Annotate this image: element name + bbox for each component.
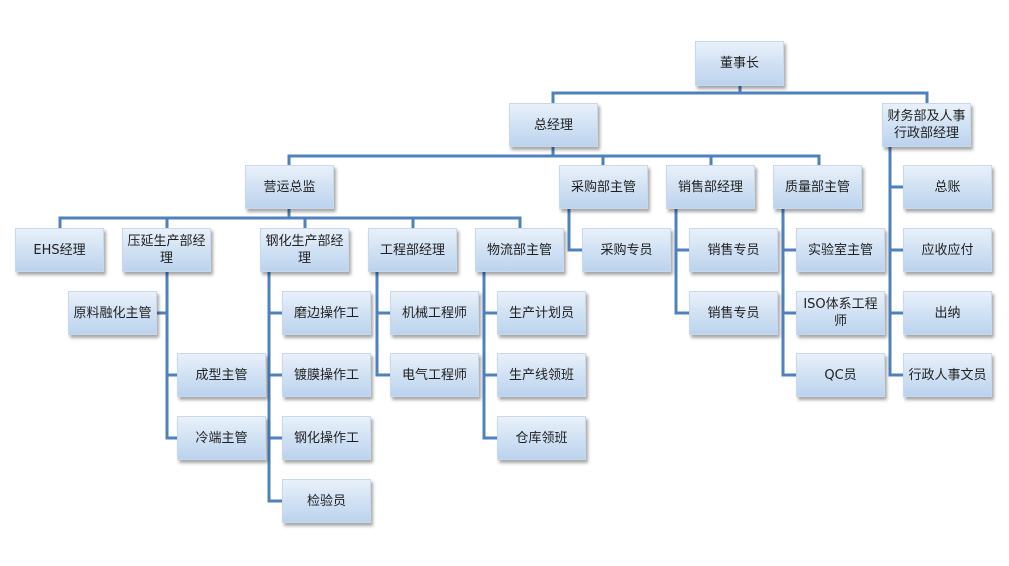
node-ehs-manager: EHS经理 <box>15 228 104 272</box>
node-electrical-engineer: 电气工程师 <box>390 353 479 397</box>
node-engineering-manager: 工程部经理 <box>368 228 457 272</box>
node-logistics-supervisor: 物流部主管 <box>475 228 564 272</box>
node-cashier: 出纳 <box>903 291 992 335</box>
node-warehouse-leader: 仓库领班 <box>497 416 586 460</box>
node-production-planner: 生产计划员 <box>497 291 586 335</box>
node-rolling-production-manager: 压延生产部经 理 <box>122 228 211 272</box>
node-general-manager: 总经理 <box>509 103 598 147</box>
node-raw-material-supervisor: 原料融化主管 <box>68 291 157 335</box>
node-operations-director: 营运总监 <box>245 165 334 209</box>
node-edging-operator: 磨边操作工 <box>282 291 371 335</box>
node-admin-hr-clerk: 行政人事文员 <box>903 353 992 397</box>
node-finance-hr-manager: 财务部及人事 行政部经理 <box>882 103 971 147</box>
node-qc-staff: QC员 <box>796 353 885 397</box>
node-general-ledger: 总账 <box>903 165 992 209</box>
node-iso-engineer: ISO体系工程师 <box>796 291 885 335</box>
node-chairman: 董事长 <box>695 41 784 86</box>
node-lab-supervisor: 实验室主管 <box>796 228 885 272</box>
node-mechanical-engineer: 机械工程师 <box>390 291 479 335</box>
node-tempering-production-manager: 钢化生产部经 理 <box>260 228 349 272</box>
node-quality-supervisor: 质量部主管 <box>773 165 862 209</box>
node-forming-supervisor: 成型主管 <box>177 353 266 397</box>
node-purchasing-specialist: 采购专员 <box>582 228 671 272</box>
node-receivable-payable: 应收应付 <box>903 228 992 272</box>
node-inspector: 检验员 <box>282 479 371 523</box>
node-purchasing-supervisor: 采购部主管 <box>559 165 648 209</box>
node-coating-operator: 镀膜操作工 <box>282 353 371 397</box>
node-tempering-operator: 钢化操作工 <box>282 416 371 460</box>
node-cold-end-supervisor: 冷端主管 <box>177 416 266 460</box>
node-sales-manager: 销售部经理 <box>666 165 755 209</box>
node-line-leader: 生产线领班 <box>497 353 586 397</box>
node-sales-specialist-2: 销售专员 <box>689 291 778 335</box>
node-sales-specialist-1: 销售专员 <box>689 228 778 272</box>
